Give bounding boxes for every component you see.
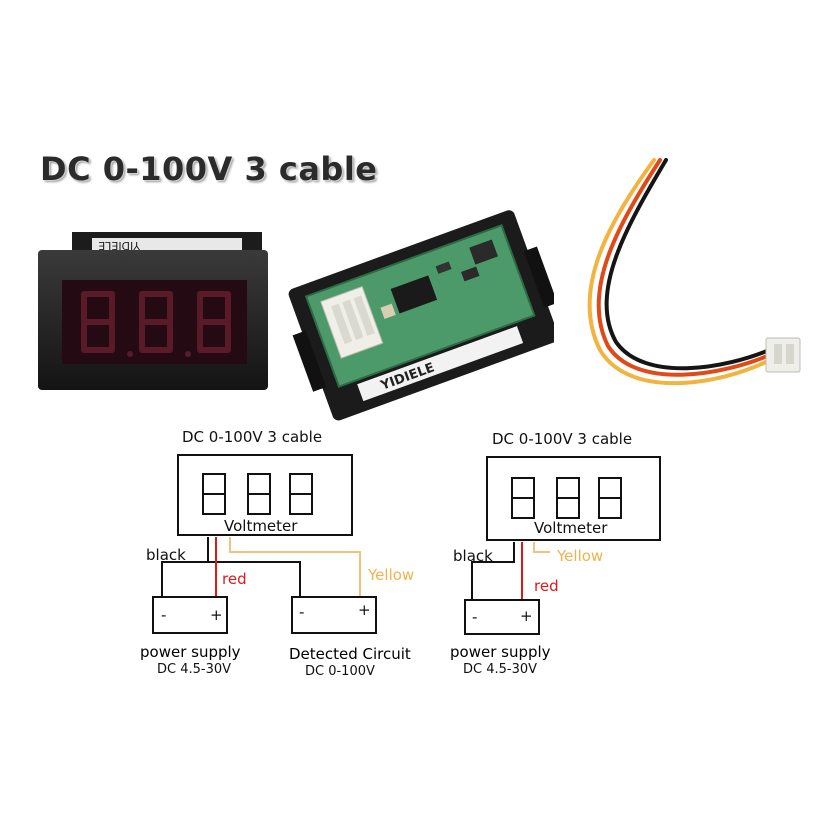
left-yellow-label: Yellow (368, 566, 415, 584)
left-voltmeter-label: Voltmeter (224, 517, 298, 535)
left-black-wire (161, 537, 209, 597)
left-diagram-title: DC 0-100V 3 cable (182, 428, 323, 446)
right-diagram-title: DC 0-100V 3 cable (492, 430, 633, 448)
detected-circuit-range: DC 0-100V (305, 664, 375, 679)
right-red-label: red (534, 577, 559, 595)
seven-segment-digits (81, 291, 231, 353)
detected-circuit-caption: Detected Circuit (289, 645, 411, 663)
left-power-supply-caption: power supply (140, 643, 241, 661)
detected-circuit-box (291, 596, 377, 634)
right-digit-outlines (511, 477, 622, 519)
circuit-minus: - (299, 603, 305, 621)
left-power-supply-range: DC 4.5-30V (157, 662, 232, 677)
right-black-wire (471, 542, 515, 602)
right-supply-plus: + (520, 607, 533, 625)
left-supply-minus: - (161, 606, 167, 624)
right-power-supply-range: DC 4.5-30V (463, 662, 538, 677)
left-red-label: red (222, 570, 247, 588)
label-sticker (92, 238, 242, 252)
voltmeter-pcb-photo: YIDIELE (288, 210, 554, 421)
right-wiring-diagram (464, 456, 661, 635)
wire-connector (765, 337, 801, 373)
right-yellow-label: Yellow (557, 547, 604, 565)
left-supply-plus: + (210, 606, 223, 624)
three-wire-cable-photo (587, 158, 801, 386)
left-power-supply-box (152, 596, 228, 634)
voltmeter-front-photo: YIDIELE (38, 232, 268, 390)
sticker-text: YIDIELE (98, 239, 141, 252)
left-yellow-wire (229, 537, 361, 597)
right-supply-minus: - (472, 608, 478, 626)
left-ground-link (208, 561, 301, 597)
right-power-supply-box (464, 599, 540, 635)
black-wire (604, 158, 776, 371)
red-wire (596, 158, 774, 377)
left-black-label: black (146, 546, 186, 564)
ic-chip (390, 275, 438, 314)
right-power-supply-caption: power supply (450, 643, 551, 661)
circuit-plus: + (358, 601, 371, 619)
right-black-label: black (453, 547, 493, 565)
right-yellow-wire (533, 542, 550, 553)
right-voltmeter-label: Voltmeter (534, 519, 608, 537)
yellow-wire (587, 158, 772, 386)
pcb-label-sticker (357, 326, 524, 402)
left-wiring-diagram (152, 454, 377, 634)
digit-outlines (202, 473, 313, 515)
page-title: DC 0-100V 3 cable (40, 150, 378, 188)
